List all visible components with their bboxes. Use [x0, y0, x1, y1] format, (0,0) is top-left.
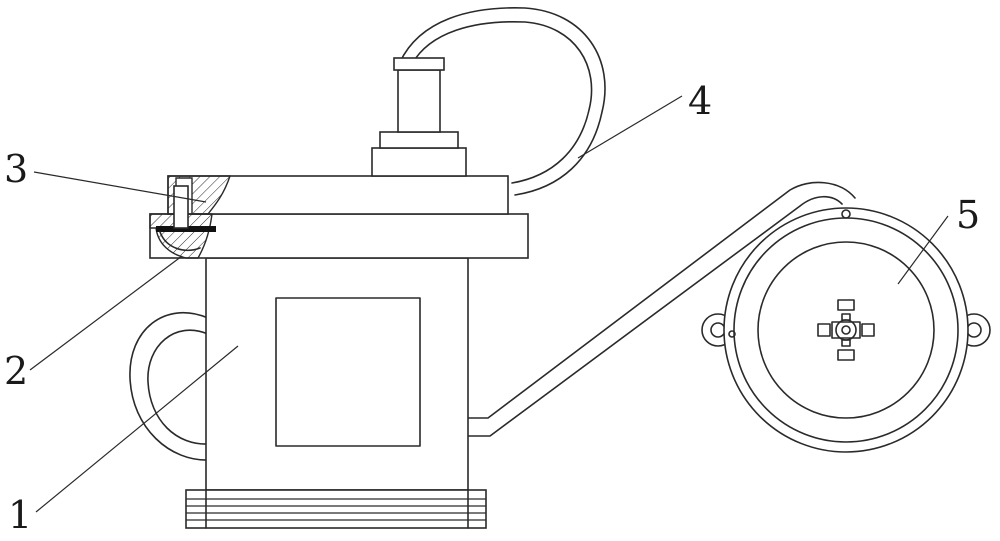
hose-to-reel	[461, 181, 856, 437]
leader-5	[897, 215, 949, 285]
reel-outer-ring	[723, 207, 969, 453]
callout-3: 3	[4, 147, 28, 191]
leader-2	[29, 255, 183, 371]
body-window	[275, 297, 421, 447]
leader-1	[35, 345, 239, 513]
callout-2: 2	[4, 349, 28, 393]
callout-1: 1	[8, 493, 32, 537]
pump-body	[205, 257, 469, 491]
leader-3	[33, 171, 207, 203]
callout-4: 4	[688, 79, 712, 123]
leader-lines	[29, 95, 949, 513]
bolt	[173, 185, 189, 229]
section-detail	[149, 175, 231, 259]
leader-4	[577, 95, 683, 159]
callout-5: 5	[956, 193, 980, 237]
reel-hub	[817, 299, 875, 361]
hose-4	[399, 7, 606, 196]
callout-labels: 3 2 1 4 5	[4, 79, 980, 537]
hose-reel	[701, 207, 991, 453]
seal-strip	[156, 226, 216, 232]
left-handle-loop	[129, 312, 211, 461]
top-nozzle	[371, 57, 467, 177]
threaded-base	[185, 489, 487, 529]
lower-plate	[149, 213, 529, 259]
